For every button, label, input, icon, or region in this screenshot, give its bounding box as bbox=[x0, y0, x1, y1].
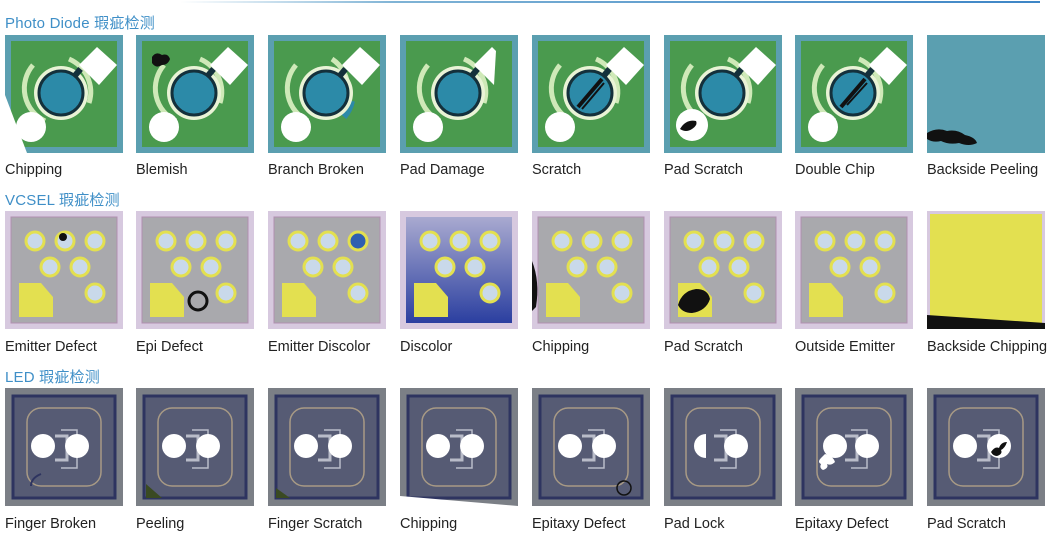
label-backside-peeling: Backside Peeling bbox=[927, 162, 1039, 178]
vcsel-emitter-discolor-image[interactable] bbox=[268, 211, 386, 329]
led-finger-broken-image[interactable] bbox=[5, 388, 123, 506]
vcsel-epi-defect-image[interactable] bbox=[136, 211, 254, 329]
label-outside-emitter: Outside Emitter bbox=[795, 339, 895, 355]
led-pad-scratch-image[interactable] bbox=[927, 388, 1045, 506]
led-peeling-image[interactable] bbox=[136, 388, 254, 506]
label-pad-damage: Pad Damage bbox=[400, 162, 485, 178]
photo-diode-pad-scratch-image[interactable] bbox=[664, 35, 782, 153]
label-led-chipping: Chipping bbox=[400, 516, 458, 532]
led-pad-lock-image[interactable] bbox=[664, 388, 782, 506]
label-emitter-discolor: Emitter Discolor bbox=[268, 339, 371, 355]
vcsel-pad-scratch-image[interactable] bbox=[664, 211, 782, 329]
photo-diode-branch-broken-image[interactable] bbox=[268, 35, 386, 153]
label-backside-chipping: Backside Chipping bbox=[927, 339, 1048, 355]
label-vcsel-pad-scratch: Pad Scratch bbox=[664, 339, 743, 355]
photo-diode-scratch-image[interactable] bbox=[532, 35, 650, 153]
label-blemish: Blemish bbox=[136, 162, 188, 178]
photo-diode-chipping-image[interactable] bbox=[5, 35, 123, 153]
led-chipping-image[interactable] bbox=[400, 388, 518, 506]
label-epitaxy-defect-2: Epitaxy Defect bbox=[795, 516, 889, 532]
label-discolor: Discolor bbox=[400, 339, 453, 355]
vcsel-emitter-defect-image[interactable] bbox=[5, 211, 123, 329]
led-finger-scratch-image[interactable] bbox=[268, 388, 386, 506]
label-emitter-defect: Emitter Defect bbox=[5, 339, 97, 355]
section-title-photo-diode: Photo Diode 瑕疵检测 bbox=[5, 15, 155, 32]
label-epitaxy-defect: Epitaxy Defect bbox=[532, 516, 626, 532]
label-branch-broken: Branch Broken bbox=[268, 162, 364, 178]
vcsel-discolor-image[interactable] bbox=[400, 211, 518, 329]
led-epitaxy-defect-image[interactable] bbox=[532, 388, 650, 506]
section-title-vcsel: VCSEL 瑕疵检测 bbox=[5, 192, 120, 209]
label-chipping: Chipping bbox=[5, 162, 63, 178]
label-pad-lock: Pad Lock bbox=[664, 516, 725, 532]
label-peeling: Peeling bbox=[136, 516, 185, 532]
section-title-led: LED 瑕疵检测 bbox=[5, 369, 100, 386]
label-scratch: Scratch bbox=[532, 162, 582, 178]
label-pad-scratch: Pad Scratch bbox=[664, 162, 743, 178]
vcsel-chipping-image[interactable] bbox=[532, 211, 650, 329]
photo-diode-blemish-image[interactable] bbox=[136, 35, 254, 153]
vcsel-backside-chipping-image[interactable] bbox=[927, 211, 1045, 329]
photo-diode-backside-peeling-image[interactable] bbox=[927, 35, 1045, 153]
label-led-pad-scratch: Pad Scratch bbox=[927, 516, 1006, 532]
label-finger-broken: Finger Broken bbox=[5, 516, 97, 532]
photo-diode-double-chip-image[interactable] bbox=[795, 35, 913, 153]
vcsel-outside-emitter-image[interactable] bbox=[795, 211, 913, 329]
label-vcsel-chipping: Chipping bbox=[532, 339, 590, 355]
photo-diode-pad-damage-image[interactable] bbox=[400, 35, 518, 153]
label-finger-scratch: Finger Scratch bbox=[268, 516, 363, 532]
label-double-chip: Double Chip bbox=[795, 162, 875, 178]
header-rule bbox=[180, 1, 1040, 3]
label-epi-defect: Epi Defect bbox=[136, 339, 203, 355]
led-epitaxy-defect-2-image[interactable] bbox=[795, 388, 913, 506]
